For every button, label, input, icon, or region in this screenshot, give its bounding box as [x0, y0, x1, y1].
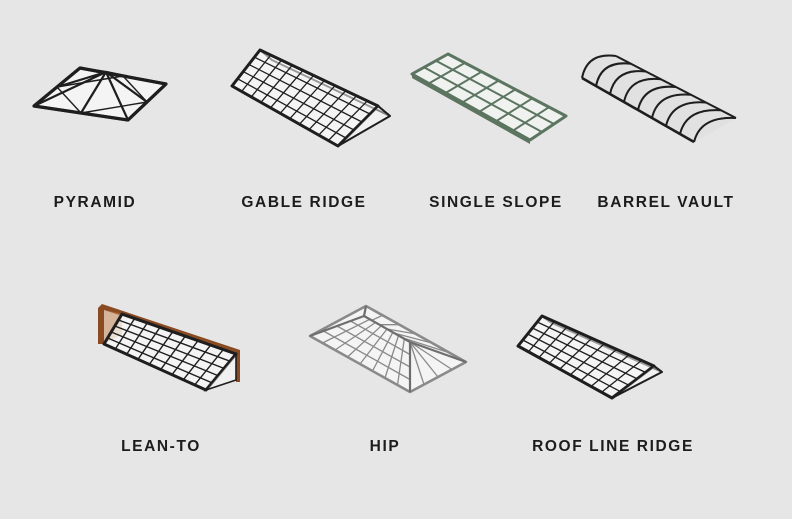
barrel-vault-label: BARREL VAULT — [597, 194, 735, 211]
lean-to-skylight-image — [98, 304, 240, 392]
pyramid-skylight-image — [32, 66, 168, 122]
roof-line-ridge-skylight-image — [516, 314, 663, 400]
roof-line-ridge-label: ROOF LINE RIDGE — [532, 438, 694, 455]
hip-label: HIP — [369, 438, 401, 455]
single-slope-skylight-image — [410, 52, 568, 144]
barrel-vault-skylight-image — [581, 53, 737, 144]
single-slope-label: SINGLE SLOPE — [429, 194, 563, 211]
pyramid-label: PYRAMID — [53, 194, 137, 211]
hip-skylight-image — [308, 304, 468, 394]
lean-to-label: LEAN-TO — [121, 438, 201, 455]
gable-ridge-label: GABLE RIDGE — [241, 194, 367, 211]
gable-ridge-skylight-image — [230, 48, 391, 148]
